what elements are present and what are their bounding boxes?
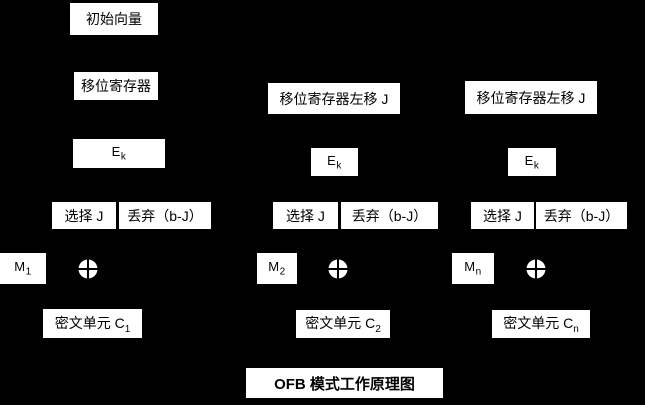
ciphertext-c1-box: 密文单元 C1 <box>43 309 142 338</box>
shift-register-box-3: 移位寄存器左移 J <box>465 81 597 114</box>
discard-label-3: 丢弃（b-J） <box>543 207 620 224</box>
cipher-ek-box-3: Ek <box>508 148 556 176</box>
cipher-ek-label-1: Ek <box>111 144 127 163</box>
select-j-box-1: 选择 J <box>52 202 116 229</box>
cipher-ek-label-2: Ek <box>327 152 342 172</box>
cipher-ek-box-1: Ek <box>73 139 165 168</box>
xor-icon-2 <box>328 259 348 279</box>
shift-register-label-1: 移位寄存器 <box>81 78 151 94</box>
discard-box-2: 丢弃（b-J） <box>341 202 438 229</box>
select-j-label-2: 选择 J <box>286 207 325 224</box>
message-mn-box: Mn <box>452 253 494 284</box>
shift-register-label-3: 移位寄存器左移 J <box>476 89 586 106</box>
diagram-title-label: OFB 模式工作原理图 <box>274 375 415 393</box>
xor-icon-3 <box>526 259 546 279</box>
select-j-label-3: 选择 J <box>483 207 522 224</box>
select-j-box-3: 选择 J <box>471 202 534 229</box>
message-m1-label: M1 <box>14 259 32 278</box>
message-mn-label: Mn <box>464 259 482 278</box>
ciphertext-cn-label: 密文单元 Cn <box>503 315 579 335</box>
cipher-ek-label-3: Ek <box>524 152 540 172</box>
ciphertext-c1-label: 密文单元 C1 <box>54 314 131 335</box>
ciphertext-cn-box: 密文单元 Cn <box>492 310 590 338</box>
cipher-ek-box-2: Ek <box>311 148 358 176</box>
shift-register-box-1: 移位寄存器 <box>74 72 158 100</box>
discard-label-2: 丢弃（b-J） <box>351 207 428 224</box>
ciphertext-c2-label: 密文单元 C2 <box>305 315 381 335</box>
discard-box-1: 丢弃（b-J） <box>119 202 211 229</box>
initial-vector-label: 初始向量 <box>86 11 142 27</box>
shift-register-label-2: 移位寄存器左移 J <box>279 90 389 107</box>
discard-box-3: 丢弃（b-J） <box>536 202 627 229</box>
ciphertext-c2-box: 密文单元 C2 <box>296 310 390 338</box>
discard-label-1: 丢弃（b-J） <box>127 207 203 224</box>
message-m2-box: M2 <box>257 253 297 284</box>
initial-vector-box: 初始向量 <box>70 3 158 35</box>
message-m1-box: M1 <box>0 253 46 284</box>
diagram-title: OFB 模式工作原理图 <box>246 368 443 398</box>
message-m2-label: M2 <box>268 259 286 278</box>
select-j-label-1: 选择 J <box>64 207 104 224</box>
shift-register-box-2: 移位寄存器左移 J <box>268 83 400 114</box>
xor-icon-1 <box>78 259 98 279</box>
select-j-box-2: 选择 J <box>273 202 338 229</box>
